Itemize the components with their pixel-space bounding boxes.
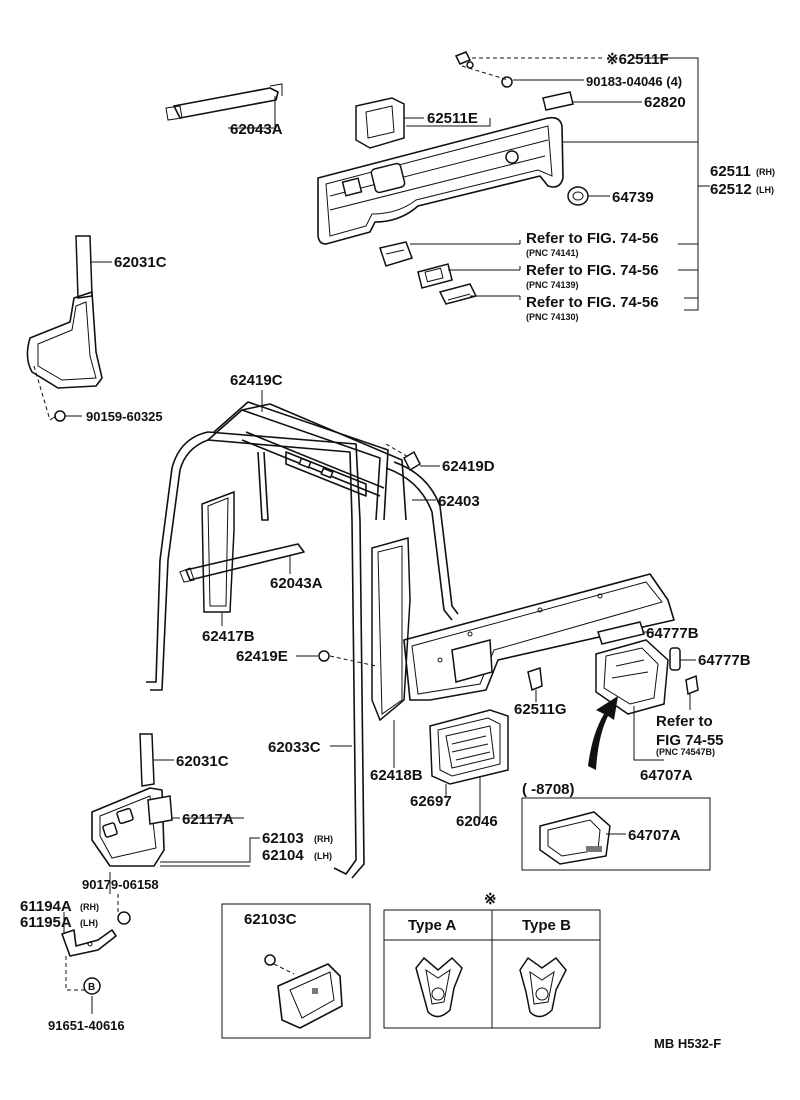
roll-bar-frame <box>146 401 459 879</box>
label-64777B-b: 64777B <box>698 652 751 669</box>
label-code: MB H532-F <box>654 1036 721 1051</box>
label-62103-rh: (RH) <box>314 834 333 844</box>
clip-type-b <box>519 956 567 1018</box>
label-pnc3: (PNC 74130) <box>526 312 579 322</box>
label-64777B-a: 64777B <box>646 625 699 642</box>
label-ref4a: Refer to <box>656 713 713 730</box>
pad-62820 <box>542 91 574 111</box>
label-62403: 62403 <box>438 493 480 510</box>
label-asterisk: ※ <box>484 891 497 908</box>
label-62046: 62046 <box>456 813 498 830</box>
label-62104-lh: (LH) <box>314 851 332 861</box>
clip-62511F <box>454 51 474 69</box>
quarter-trim-board <box>403 573 675 701</box>
label-90183: 90183-04046 (4) <box>586 74 682 89</box>
arrow <box>588 696 618 770</box>
lamp-64707A <box>595 639 699 715</box>
label-62820: 62820 <box>644 94 686 111</box>
label-62418B: 62418B <box>370 767 423 784</box>
nut-90183 <box>501 76 513 88</box>
label-type-b: Type B <box>522 917 571 934</box>
label-62511: 62511 <box>710 163 751 180</box>
lens-62046 <box>429 709 509 785</box>
label-64707A-b: 64707A <box>628 827 681 844</box>
label-62419E: 62419E <box>236 648 288 665</box>
lamp-64707A-alt <box>539 811 611 865</box>
label-62031C-low: 62031C <box>176 753 229 770</box>
label-pnc4: (PNC 74547B) <box>656 747 715 757</box>
label-pnc2: (PNC 74139) <box>526 280 579 290</box>
bracket-62103 <box>91 787 173 867</box>
label-90159: 90159-60325 <box>86 409 163 424</box>
label-62033C: 62033C <box>268 739 321 756</box>
label-62512: 62512 <box>710 181 752 198</box>
label-91651: 91651-40616 <box>48 1018 125 1033</box>
circle-B <box>83 977 101 995</box>
bolt-90179 <box>117 911 131 925</box>
label-type-a: Type A <box>408 917 457 934</box>
grommet-64739 <box>567 186 589 206</box>
label-62103C: 62103C <box>244 911 297 928</box>
label-62043A-mid: 62043A <box>270 575 323 592</box>
label-62512-lh: (LH) <box>756 185 774 195</box>
label-ref2: Refer to FIG. 74-56 <box>526 262 659 279</box>
cover-62103C <box>264 954 343 1029</box>
label-8708: ( -8708) <box>522 781 575 798</box>
rail-62031C-low <box>139 733 155 787</box>
stay-62043A-top <box>165 83 283 121</box>
clip-62419D <box>403 450 421 472</box>
label-62103: 62103 <box>262 830 304 847</box>
clip-type-a <box>415 956 463 1018</box>
pin-64777B-b <box>669 647 681 671</box>
cup-62511E <box>355 97 405 149</box>
label-circle-B: B <box>88 982 95 993</box>
back-door-trim-panel <box>317 116 564 245</box>
screw-62511G <box>527 666 543 692</box>
small-clip-1 <box>379 241 413 267</box>
label-ref4b: FIG 74-55 <box>656 732 724 749</box>
label-62104: 62104 <box>262 847 304 864</box>
label-62419C: 62419C <box>230 372 283 389</box>
label-61195A-lh: (LH) <box>80 918 98 928</box>
clip-62419E <box>318 650 330 662</box>
label-62117A: 62117A <box>182 811 234 828</box>
side-panel-62031C <box>26 235 103 389</box>
label-pnc1: (PNC 74141) <box>526 248 579 258</box>
small-clip-2 <box>417 263 453 289</box>
label-62511F: ※62511F <box>606 51 669 68</box>
label-62031C-top: 62031C <box>114 254 167 271</box>
label-ref1: Refer to FIG. 74-56 <box>526 230 659 247</box>
small-clip-3 <box>438 283 478 305</box>
label-64707A-a: 64707A <box>640 767 693 784</box>
label-62419D: 62419D <box>442 458 495 475</box>
label-90179: 90179-06158 <box>82 877 159 892</box>
label-64739: 64739 <box>612 189 654 206</box>
label-61194A-rh: (RH) <box>80 902 99 912</box>
label-62697: 62697 <box>410 793 452 810</box>
label-61194A: 61194A <box>20 898 72 915</box>
label-62043A-top: 62043A <box>230 121 283 138</box>
bracket-64777B-a <box>597 621 645 645</box>
screw-90159 <box>49 410 66 422</box>
label-61195A: 61195A <box>20 914 72 931</box>
hinge-61194A <box>61 929 117 957</box>
label-ref3: Refer to FIG. 74-56 <box>526 294 659 311</box>
label-62511E: 62511E <box>427 110 478 127</box>
label-62417B: 62417B <box>202 628 255 645</box>
label-62511G: 62511G <box>514 701 567 718</box>
label-62511-rh: (RH) <box>756 167 775 177</box>
